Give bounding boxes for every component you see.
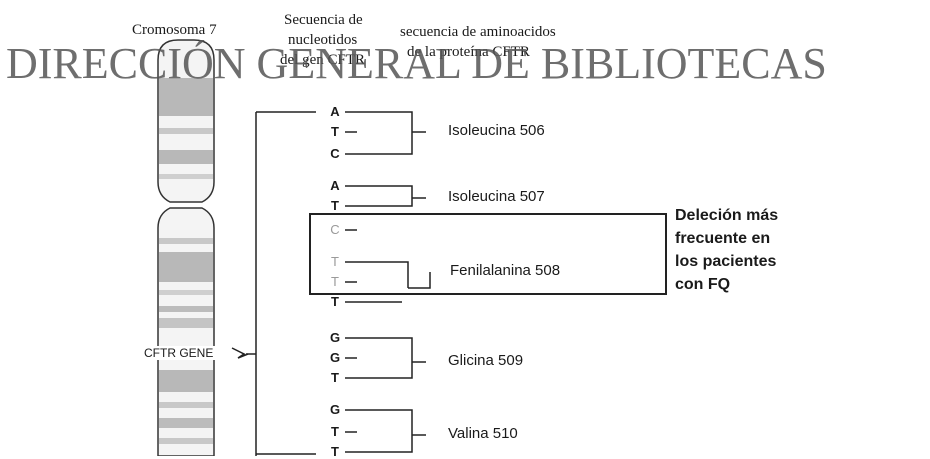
- nucleotide: G: [329, 402, 341, 417]
- chromosome-7: [157, 39, 215, 456]
- nucleotide: C: [330, 146, 340, 161]
- nucleotide: G: [329, 330, 341, 345]
- aminoacid-header-line-2: de la proteína CFTR: [407, 44, 530, 60]
- nucleotide: T: [331, 198, 339, 213]
- nucleotide: T: [331, 124, 339, 139]
- nucleotide: T: [331, 254, 339, 269]
- gene-bracket: [231, 111, 316, 456]
- nucleotide: T: [331, 424, 339, 439]
- nucleotide: A: [330, 178, 340, 193]
- nucleotide: T: [331, 294, 339, 309]
- nucleotide: T: [331, 274, 339, 289]
- chromosome-header: Cromosoma 7: [132, 22, 217, 38]
- nucleotide: G: [329, 350, 341, 365]
- nucleotide: A: [330, 104, 340, 119]
- nucleotide-header-line-1: Secuencia de: [284, 12, 363, 28]
- amino-acid-label: Valina 510: [448, 425, 518, 442]
- gene-label: CFTR GENE: [142, 346, 216, 360]
- amino-acid-label: Glicina 509: [448, 352, 524, 369]
- deletion-note-line-2: frecuente en: [675, 230, 771, 247]
- nucleotide-header-line-3: del gen CFTR: [280, 52, 365, 68]
- amino-acid-label: Isoleucina 507: [448, 188, 545, 205]
- deletion-note-line-1: Deleción más: [675, 207, 779, 224]
- codon-brackets: [345, 111, 431, 453]
- nucleotide: C: [330, 222, 340, 237]
- amino-acid-label: Isoleucina 506: [448, 122, 545, 139]
- amino-acid-label: Fenilalanina 508: [450, 262, 561, 279]
- nucleotide: T: [331, 444, 339, 459]
- deletion-box: [309, 213, 667, 295]
- deletion-note-line-4: con FQ: [675, 276, 731, 293]
- watermark: DIRECCIÓN GENERAL DE BIBLIOTECAS: [6, 39, 827, 88]
- deletion-note-line-3: los pacientes: [675, 253, 777, 270]
- nucleotide-header-line-2: nucleotidos: [288, 32, 358, 48]
- nucleotide: T: [331, 370, 339, 385]
- aminoacid-header-line-1: secuencia de aminoacidos: [400, 24, 556, 40]
